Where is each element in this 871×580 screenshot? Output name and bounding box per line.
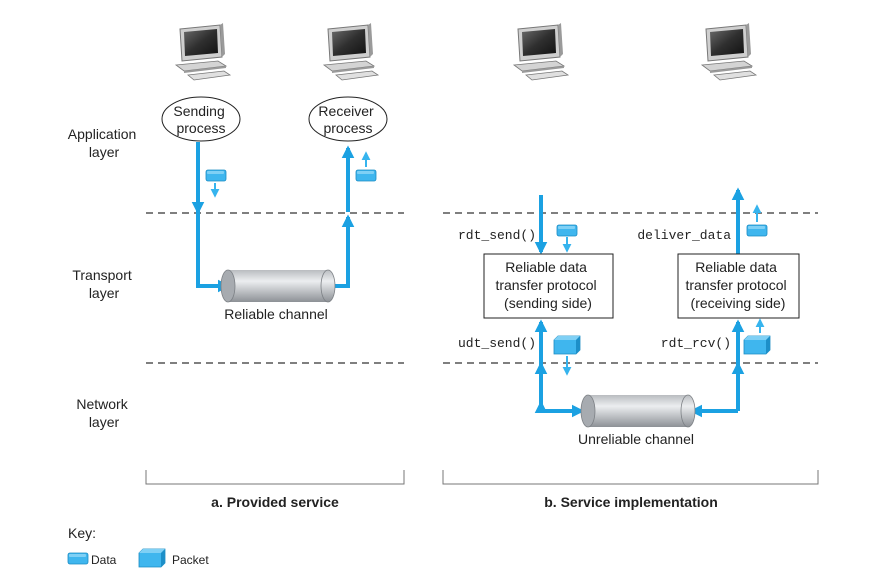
receiver-rdt-box [677, 253, 800, 319]
rdt-rcv-label: rdt_rcv() [661, 336, 731, 351]
delivered-data-icon [355, 169, 377, 182]
key-data-label: Data [91, 553, 117, 567]
transport-layer-label: Transport layer [72, 267, 135, 301]
deliver-data-icon [746, 224, 768, 237]
provided-service-caption: a. Provided service [211, 494, 339, 510]
rdt-send-data-icon [556, 224, 578, 237]
sender-rdt-box-label: Reliable data transfer protocol (sending… [495, 259, 600, 311]
receiver-process-label: Receiver process [318, 103, 377, 136]
service-implementation-caption: b. Service implementation [544, 494, 718, 510]
key-data-icon [67, 552, 89, 565]
sent-data-icon [205, 169, 227, 182]
channel-to-sender-arrow [534, 400, 585, 414]
key-packet-icon [138, 548, 166, 568]
application-layer-label: Application layer [68, 126, 140, 160]
sending-process-label: Sending process [173, 103, 228, 136]
service-implementation-bracket [442, 470, 819, 485]
sending-process-ellipse [161, 96, 241, 142]
reliable-channel-label: Reliable channel [224, 306, 328, 322]
udt-send-packet-icon [553, 335, 581, 355]
sender-rdt-box [483, 253, 614, 319]
rdt-send-label: rdt_send() [458, 228, 536, 243]
channel-to-receiver-arrow [330, 214, 355, 288]
unreliable-channel-pipe [580, 394, 696, 428]
key-packet-label: Packet [172, 553, 209, 567]
provided-service-bracket [145, 470, 405, 485]
sender-to-channel-arrow [196, 212, 231, 293]
udt-send-label: udt_send() [458, 336, 536, 351]
receiver-process-ellipse [308, 96, 388, 142]
impl-sender-computer-icon [513, 22, 569, 81]
sender-computer-icon [175, 22, 231, 81]
unreliable-channel-label: Unreliable channel [578, 431, 694, 447]
reliable-channel-pipe [220, 269, 336, 303]
impl-receiver-computer-icon [701, 22, 757, 81]
receiver-rdt-box-label: Reliable data transfer protocol (receivi… [685, 259, 790, 311]
rdt-rcv-packet-icon [743, 335, 771, 355]
network-layer-label: Network layer [76, 396, 131, 430]
deliver-data-label: deliver_data [637, 228, 731, 243]
key-title: Key: [68, 525, 96, 541]
receiver-computer-icon [323, 22, 379, 81]
